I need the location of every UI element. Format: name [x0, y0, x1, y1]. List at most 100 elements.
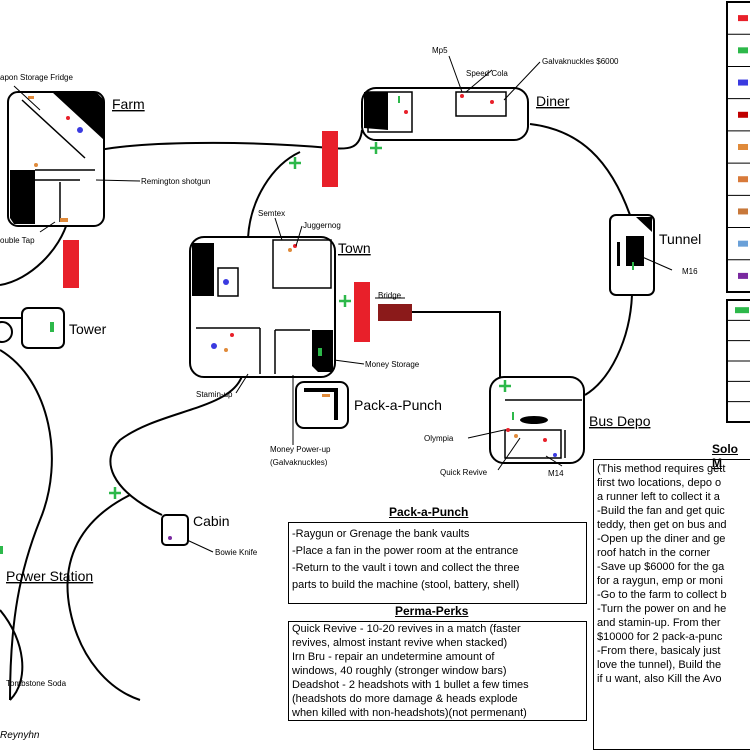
barrier-town-bridge — [354, 282, 370, 342]
callout-money-powerup-1: Money Power-up — [270, 445, 331, 454]
callout-double-tap: ouble Tap — [0, 236, 35, 245]
road-west-powerstation — [0, 349, 53, 701]
barrier-farm-west — [63, 240, 79, 288]
tower-building — [0, 307, 65, 349]
callout-semtex: Semtex — [258, 209, 285, 218]
label-bus-depo: Bus Depo — [589, 413, 651, 429]
signature: Reynyhn — [0, 730, 40, 741]
perma-perks-line: revives, almost instant revive when stac… — [292, 637, 508, 649]
label-cabin: Cabin — [193, 513, 230, 529]
label-tower: Tower — [69, 321, 107, 337]
legend-swatch — [738, 144, 748, 150]
callout-money-powerup-2: (Galvaknuckles) — [270, 458, 328, 467]
solo-line: -Build the fan and get quic — [597, 505, 725, 517]
solo-line: a runner left to collect it a — [597, 491, 720, 503]
solo-line: -From there, basicaly just — [597, 645, 721, 657]
solo-line: $10000 for 2 pack-a-punc — [597, 631, 723, 643]
legend-swatch — [735, 307, 749, 314]
pack-a-punch-line: parts to build the machine (stool, batte… — [292, 579, 520, 591]
legend-swatch — [738, 79, 748, 86]
road-bridge-busdepo — [412, 311, 501, 380]
perma-perks-line: Quick Revive - 10-20 revives in a match … — [292, 623, 521, 635]
perma-perks-line: when killed with non-headshots)(not perm… — [292, 707, 527, 719]
road-tunnel-busdepo — [584, 294, 633, 396]
callout-galvaknuckles-6000: Galvaknuckles $6000 — [542, 57, 619, 66]
label-farm: Farm — [112, 96, 145, 112]
pack-a-punch-line: -Place a fan in the power room at the en… — [292, 545, 519, 557]
legend — [726, 1, 750, 423]
perma-perks-panel-title: Perma-Perks — [395, 604, 469, 618]
solo-line: and stamin-up. From ther — [597, 617, 721, 629]
legend-swatch — [738, 47, 748, 54]
solo-panel-title: Solo M — [712, 442, 738, 470]
solo-line: (This method requires gett — [597, 463, 726, 475]
road-farm-town — [247, 151, 301, 239]
perma-perks-line: Deadshot - 2 headshots with 1 bullet a f… — [292, 679, 529, 691]
pack-a-punch-building — [295, 381, 349, 429]
callout-speed-cola: Speed Cola — [466, 69, 508, 78]
legend-swatch — [738, 176, 748, 183]
callout-remington-shotgun: Remington shotgun — [141, 177, 210, 186]
callout-money-storage: Money Storage — [365, 360, 420, 369]
legend-swatch — [738, 208, 748, 215]
callout-bridge: Bridge — [378, 291, 402, 300]
label-diner: Diner — [536, 93, 570, 109]
pack-a-punch-line: -Raygun or Grenage the bank vaults — [292, 528, 470, 540]
legend-swatch — [738, 240, 748, 247]
solo-line: -Open up the diner and ge — [597, 533, 726, 545]
cabin-building — [161, 514, 189, 546]
spawn-marker — [370, 142, 382, 154]
label-town: Town — [338, 240, 371, 256]
power-station-area — [0, 546, 24, 701]
town-building — [189, 236, 336, 378]
label-pack-a-punch: Pack-a-Punch — [354, 397, 442, 413]
spawn-marker — [289, 157, 301, 169]
callout-quick-revive: Quick Revive — [440, 468, 488, 477]
road-farm-west — [0, 219, 69, 286]
callout-lines — [13, 55, 673, 553]
pack-a-punch-panel-title: Pack-a-Punch — [389, 505, 469, 519]
solo-line: teddy, then get on bus and — [597, 519, 727, 531]
location-labels: Farm Diner Tunnel Town Tower Pack-a-Punc… — [6, 93, 701, 584]
callout-tombstone-soda: Tombstone Soda — [6, 679, 67, 688]
spawn-markers — [109, 142, 511, 499]
solo-line: for a raygun, emp or moni — [597, 575, 723, 587]
solo-line: -Turn the power on and he — [597, 603, 727, 615]
callout-labels: apon Storage Fridge Remington shotgun ou… — [0, 46, 698, 741]
solo-line: love the tunnel), Build the — [597, 659, 722, 671]
solo-line: -Go to the farm to collect b — [597, 589, 727, 601]
spawn-marker — [499, 380, 511, 392]
solo-line: if u want, also Kill the Avo — [597, 673, 722, 685]
callout-m14: M14 — [548, 469, 564, 478]
diner-building — [361, 87, 529, 141]
farm-building — [7, 91, 105, 227]
road-farm-diner — [99, 129, 363, 151]
legend-swatch — [738, 15, 748, 22]
callout-stamin-up: Stamin-up — [196, 390, 233, 399]
solo-panel: Solo M (This method requires gett first … — [593, 442, 750, 750]
callout-weapon-storage-fridge: apon Storage Fridge — [0, 73, 73, 82]
tunnel-building — [609, 214, 655, 296]
road-cabin-loop — [66, 494, 141, 701]
solo-line: -Save up $6000 for the ga — [597, 561, 725, 573]
perma-perks-line: Irn Bru - repair an undetermine amount o… — [292, 651, 495, 663]
legend-swatch — [738, 111, 748, 118]
callout-olympia: Olympia — [424, 434, 454, 443]
solo-line: first two locations, depo o — [597, 477, 722, 489]
bus-depo-building — [489, 376, 585, 464]
label-power-station: Power Station — [6, 568, 93, 584]
barriers — [63, 131, 412, 342]
spawn-marker — [339, 295, 351, 307]
callout-juggernog: Juggernog — [303, 221, 341, 230]
perma-perks-line: (headshots do more damage & heads explod… — [292, 693, 518, 705]
pack-a-punch-panel: Pack-a-Punch -Raygun or Grenage the bank… — [288, 505, 587, 604]
legend-swatch — [738, 272, 748, 279]
perma-perks-panel: Perma-Perks Quick Revive - 10-20 revives… — [288, 604, 587, 721]
barrier-farm-diner — [322, 131, 338, 187]
callout-m16: M16 — [682, 267, 698, 276]
spawn-marker — [109, 487, 121, 499]
road-town-cabin — [109, 375, 243, 516]
bridge-block — [378, 304, 412, 321]
label-tunnel: Tunnel — [659, 231, 701, 247]
